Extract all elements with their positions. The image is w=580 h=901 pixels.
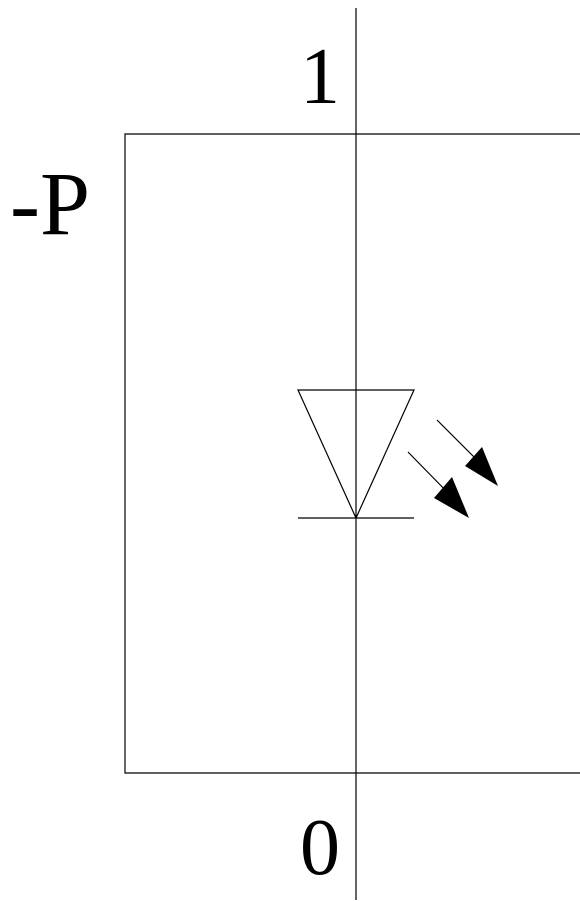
light-arrow-icon bbox=[436, 419, 498, 486]
pin-label-bottom: 0 bbox=[300, 804, 340, 892]
pin-label-top: 1 bbox=[300, 33, 340, 121]
light-arrow-icon bbox=[407, 451, 469, 518]
component-designation: -P bbox=[10, 155, 91, 254]
component-frame bbox=[124, 133, 580, 774]
diode-triangle bbox=[297, 389, 415, 520]
